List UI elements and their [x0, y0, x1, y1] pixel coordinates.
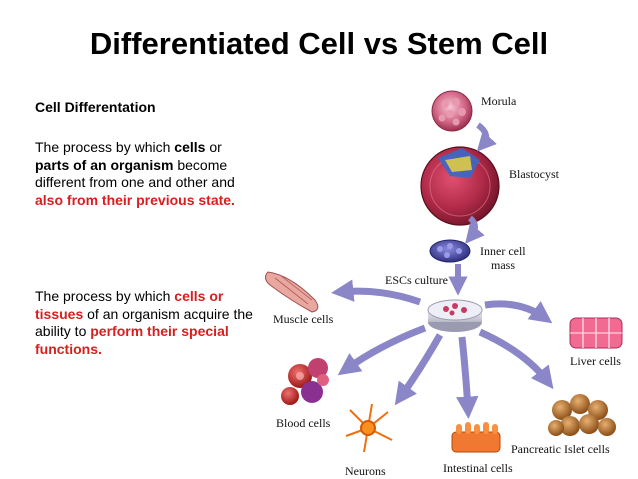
label-inner-cell-mass-1: Inner cell [480, 244, 526, 258]
text-segment: become different from one and other and [35, 156, 235, 191]
highlight-special-functions: perform their special functions. [35, 323, 229, 357]
text-segment: The process by which [35, 288, 175, 304]
definition-paragraph-2: The process by which cells or tissues of… [35, 288, 255, 358]
page-title: Differentiated Cell vs Stem Cell [89, 26, 549, 61]
label-blastocyst: Blastocyst [509, 167, 559, 181]
definition-paragraph-1: The process by which cells or parts of a… [35, 139, 255, 209]
text-segment: of an organism acquire the ability to [35, 305, 253, 340]
inner-cell-mass-image [429, 239, 471, 263]
label-intestinal-cells: Intestinal cells [443, 461, 513, 475]
intestinal-cells-image [451, 422, 501, 453]
morula-cell-image [431, 90, 473, 132]
label-inner-cell-mass-2: mass [491, 258, 515, 272]
liver-cells-image [569, 317, 623, 349]
highlight-previous-state: also from their previous state. [35, 191, 235, 208]
text-segment: or [205, 139, 222, 155]
label-neurons: Neurons [345, 464, 386, 478]
flow-arrows [331, 122, 554, 419]
petri-dish-image [427, 299, 483, 332]
muscle-cells-image [264, 271, 319, 313]
blastocyst-image [420, 146, 500, 226]
section-heading: Cell Differentation [35, 99, 156, 115]
label-liver-cells: Liver cells [570, 354, 621, 368]
highlight-cells-tissues: cells or tissues [35, 288, 224, 322]
label-blood-cells: Blood cells [276, 416, 331, 430]
blood-cells-image [281, 358, 329, 405]
text-segment: The process by which [35, 139, 175, 155]
label-esc-culture: ESCs culture [385, 273, 448, 287]
label-muscle-cells: Muscle cells [273, 312, 334, 326]
bold-term-organism: parts of an organism [35, 156, 174, 173]
pancreatic-islet-cells-image [548, 394, 616, 436]
bold-term-cells: cells [174, 139, 206, 155]
label-morula: Morula [481, 94, 517, 108]
label-pancreatic-islet-cells: Pancreatic Islet cells [511, 442, 610, 456]
neuron-image [345, 403, 393, 453]
